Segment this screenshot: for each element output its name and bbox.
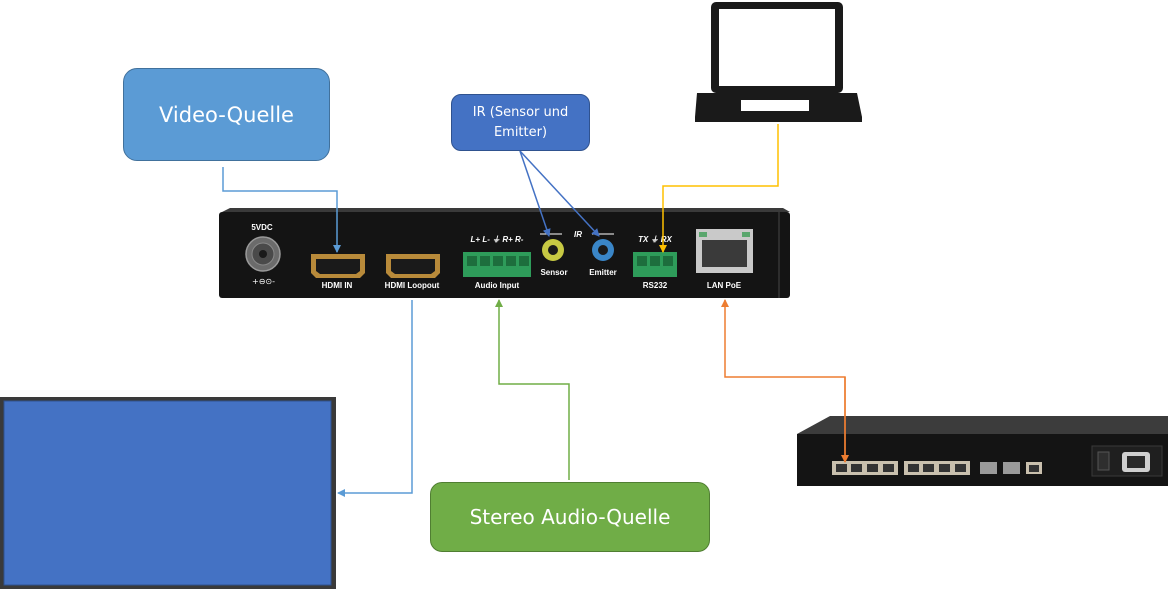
power-jack-icon: +⊖⊙- bbox=[245, 236, 281, 286]
lan-label: LAN PoE bbox=[707, 281, 742, 290]
hdmi-loopout-port-icon bbox=[386, 254, 440, 278]
power-label: 5VDC bbox=[251, 223, 273, 232]
ir-sensor-jack-icon bbox=[542, 239, 564, 261]
av-device: +⊖⊙- 5VDC HDMI IN HDMI Loopout L+ L- ⏚ R… bbox=[219, 208, 790, 298]
network-switch-icon bbox=[797, 416, 1168, 486]
ir-emitter-jack-icon bbox=[592, 239, 614, 261]
stereo-audio-source-node: Stereo Audio-Quelle bbox=[430, 482, 710, 552]
laptop-to-rs232-connector bbox=[659, 124, 779, 253]
sensor-label: Sensor bbox=[540, 268, 567, 277]
audio-terminal-block-icon bbox=[463, 252, 531, 277]
hdmi-loopout-label: HDMI Loopout bbox=[385, 281, 440, 290]
audio-source-to-audio-input-connector bbox=[495, 299, 570, 480]
lan-port-icon bbox=[696, 229, 753, 273]
rs232-pins-label: TX ⏚ RX bbox=[638, 235, 672, 244]
svg-text:+⊖⊙-: +⊖⊙- bbox=[252, 277, 275, 286]
audio-channels-label: L+ L- ⏚ R+ R- bbox=[471, 235, 524, 244]
video-to-hdmi-in-connector bbox=[222, 167, 341, 253]
video-source-node: Video-Quelle bbox=[123, 68, 330, 161]
ir-label: IR bbox=[574, 230, 582, 239]
rs232-label: RS232 bbox=[643, 281, 668, 290]
ir-to-sensor-connector bbox=[519, 150, 551, 237]
hdmi-loopout-to-display-connector bbox=[337, 300, 413, 497]
rs232-terminal-block-icon bbox=[633, 252, 677, 277]
ir-to-emitter-connector bbox=[519, 150, 600, 237]
ir-sensor-emitter-node: IR (Sensor und Emitter) bbox=[451, 94, 590, 151]
display-monitor-icon bbox=[0, 397, 336, 589]
hdmi-in-port-icon bbox=[311, 254, 365, 278]
laptop-icon bbox=[695, 2, 862, 122]
hdmi-in-label: HDMI IN bbox=[322, 281, 353, 290]
emitter-label: Emitter bbox=[589, 268, 617, 277]
audio-input-label: Audio Input bbox=[475, 281, 520, 290]
